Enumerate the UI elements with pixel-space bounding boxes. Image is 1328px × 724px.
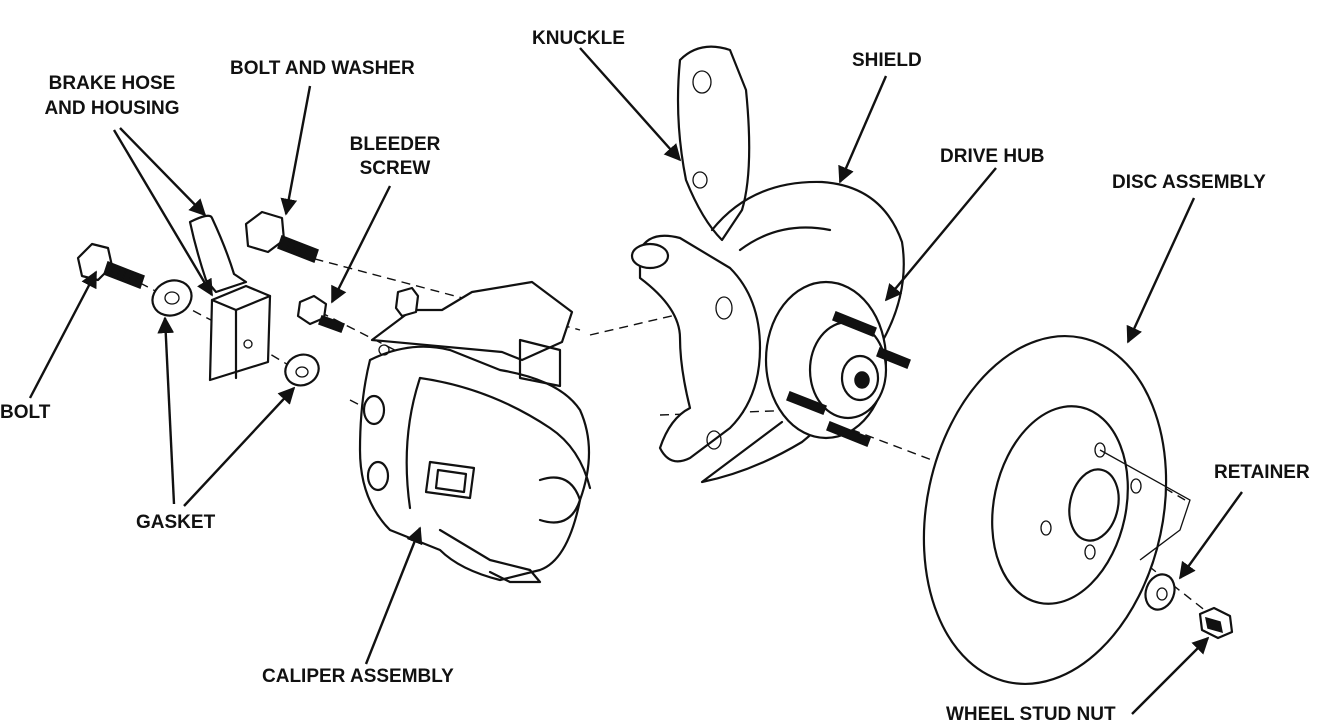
label-wheel-stud-nut: WHEEL STUD NUT [946, 704, 1116, 724]
label-shield: SHIELD [852, 50, 922, 71]
bleeder-screw-part [296, 294, 345, 333]
label-bolt-and-washer: BOLT AND WASHER [230, 58, 415, 79]
bolt-part [76, 242, 145, 289]
bolt-and-washer-part [244, 210, 319, 263]
label-bolt: BOLT [0, 402, 51, 423]
knuckle-part [630, 45, 762, 463]
brake-hose-part [188, 214, 272, 382]
caliper-assembly-part [358, 280, 592, 584]
label-brake-hose-line1: BRAKE HOSE [48, 73, 176, 94]
retainer-part [1144, 573, 1176, 611]
drive-hub-part [764, 280, 911, 447]
label-disc-assembly: DISC ASSEMBLY [1112, 172, 1266, 193]
label-bleeder-line2: SCREW [359, 158, 431, 179]
wheel-stud-nut-part [1198, 606, 1234, 640]
label-drive-hub: DRIVE HUB [940, 146, 1045, 167]
label-knuckle: KNUCKLE [532, 28, 625, 49]
gasket-parts [151, 279, 320, 387]
label-caliper-assembly: CALIPER ASSEMBLY [262, 666, 454, 687]
label-retainer: RETAINER [1214, 462, 1310, 483]
label-brake-hose-line2: AND HOUSING [44, 98, 180, 119]
disc-assembly-part [922, 335, 1191, 685]
leader-lines [28, 47, 1243, 715]
label-gasket: GASKET [136, 512, 216, 533]
label-bleeder-line1: BLEEDER [349, 134, 441, 155]
